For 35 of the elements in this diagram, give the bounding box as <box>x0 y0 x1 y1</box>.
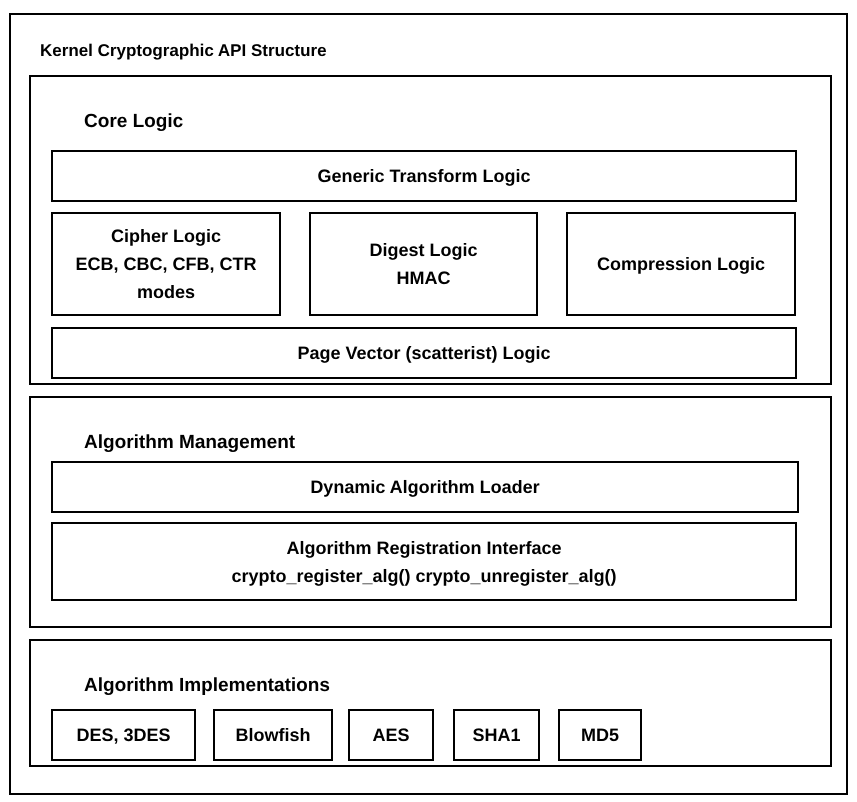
component-box <box>51 212 281 316</box>
section-heading: Algorithm Management <box>84 431 296 455</box>
component-label: Dynamic Algorithm Loader <box>309 476 541 499</box>
component-label: Generic Transform Logic <box>316 165 532 188</box>
component-label: crypto_register_alg() crypto_unregister_alg() <box>230 564 618 588</box>
section-heading: Algorithm Implementations <box>84 674 330 698</box>
component-label: Page Vector (scatterist) Logic <box>296 342 552 365</box>
component-label: ECB, CBC, CFB, CTR modes <box>74 253 258 304</box>
component-label: SHA1 <box>471 724 522 747</box>
section-heading: Kernel Cryptographic API Structure <box>40 40 327 62</box>
component-box <box>51 461 799 513</box>
component-box <box>453 709 540 761</box>
component-box <box>566 212 796 316</box>
component-box <box>51 150 797 202</box>
component-box <box>558 709 642 761</box>
component-box <box>348 709 434 761</box>
component-box <box>51 709 196 761</box>
section-box <box>29 639 832 767</box>
component-label: MD5 <box>580 724 620 747</box>
component-label: Compression Logic <box>596 253 766 276</box>
section-box <box>29 75 832 385</box>
section-box <box>29 396 832 628</box>
component-box <box>51 522 797 601</box>
component-label: Cipher Logic <box>110 225 222 248</box>
component-box <box>51 327 797 379</box>
component-label: Algorithm Registration Interface <box>285 536 563 560</box>
component-label: Digest Logic <box>368 239 478 262</box>
section-heading: Core Logic <box>84 110 184 134</box>
component-label: DES, 3DES <box>75 724 172 747</box>
component-label: Blowfish <box>234 724 312 747</box>
component-box <box>213 709 333 761</box>
component-label: HMAC <box>396 267 452 290</box>
section-box <box>9 13 848 795</box>
component-box <box>309 212 538 316</box>
component-label: AES <box>371 724 410 747</box>
